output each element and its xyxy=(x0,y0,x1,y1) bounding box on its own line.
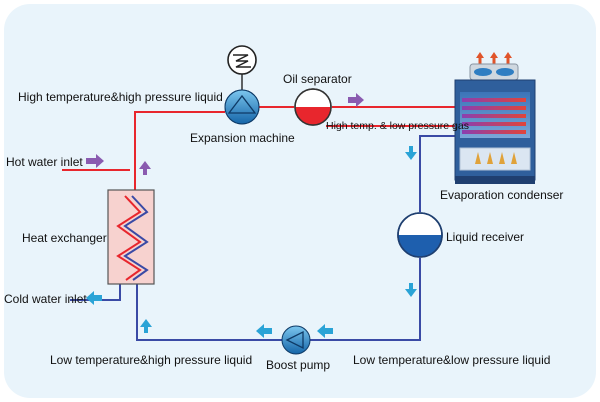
label-expansion-machine: Expansion machine xyxy=(190,131,295,145)
pipe-cold-water-outlet xyxy=(70,284,121,301)
boost-pump-icon xyxy=(281,325,311,355)
arrow-hot-water-in xyxy=(86,154,104,168)
heat-exchanger-icon xyxy=(107,189,155,285)
oil-separator-icon xyxy=(294,88,332,126)
motor-icon xyxy=(227,45,257,90)
arrow-cold-water-out xyxy=(86,291,102,305)
label-evaporation-condenser: Evaporation condenser xyxy=(440,188,564,202)
cold-pipes xyxy=(70,135,460,341)
arrow-left-1 xyxy=(317,324,333,338)
label-hot-water-inlet: Hot water inlet xyxy=(6,155,83,169)
liquid-receiver-icon xyxy=(397,212,443,258)
evaporation-condenser-icon xyxy=(454,52,536,184)
label-high-temp-low-pressure-gas: High temp. & low pressure gas xyxy=(326,120,469,132)
label-high-temp-high-pressure-liquid: High temperature&high pressure liquid xyxy=(18,90,223,104)
pipe-pump-to-exchanger xyxy=(136,284,282,341)
arrow-to-condenser xyxy=(348,93,364,107)
label-low-temp-high-pressure-liquid: Low temperature&high pressure liquid xyxy=(50,353,253,367)
expansion-machine-icon xyxy=(224,89,260,125)
label-liquid-receiver: Liquid receiver xyxy=(446,230,525,244)
arrow-up-cold xyxy=(140,319,152,333)
pipe-high-pressure-liquid xyxy=(134,111,225,195)
arrow-down-1 xyxy=(405,146,417,160)
label-heat-exchanger: Heat exchanger xyxy=(22,231,107,245)
arrow-down-2 xyxy=(405,283,417,297)
arrow-left-2 xyxy=(256,324,272,338)
label-cold-water-inlet: Cold water inlet xyxy=(4,292,87,306)
arrow-up-hot xyxy=(139,161,151,175)
label-boost-pump: Boost pump xyxy=(266,358,331,372)
label-oil-separator: Oil separator xyxy=(283,72,352,86)
label-low-temp-low-pressure-liquid: Low temperature&low pressure liquid xyxy=(353,353,551,367)
pipe-receiver-to-pump xyxy=(310,258,421,341)
flow-arrows xyxy=(86,93,417,338)
pipe-condenser-to-receiver xyxy=(419,135,460,212)
hot-pipes xyxy=(62,106,456,195)
